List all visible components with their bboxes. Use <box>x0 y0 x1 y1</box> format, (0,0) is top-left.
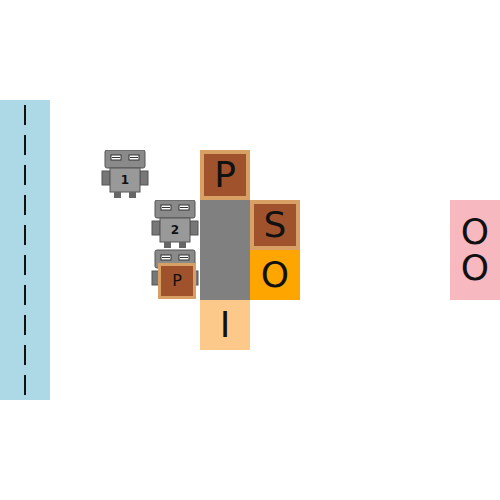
robot-unit: 1 <box>100 150 150 200</box>
cell-letter: P <box>214 157 236 193</box>
robot-unit: 2 <box>150 200 200 250</box>
carried-crate: P <box>158 263 196 299</box>
crate-box: S <box>250 200 300 250</box>
cell-letter: I <box>220 307 231 343</box>
cell-letter: O <box>461 214 489 250</box>
order-station: OO <box>450 200 500 300</box>
input-cell: I <box>200 300 250 350</box>
output-cell: O <box>250 250 300 300</box>
dock-dashes <box>24 105 26 395</box>
robot-figure <box>152 250 198 298</box>
robot-number: 2 <box>160 218 190 242</box>
cell-letter: O <box>461 250 489 286</box>
crate-box: P <box>200 150 250 200</box>
cell-letter: O <box>261 257 289 293</box>
robot-number: 1 <box>110 168 140 192</box>
cell-letter: S <box>264 207 287 243</box>
dock-band <box>0 100 50 400</box>
cell-letter: P <box>172 273 182 289</box>
floor-cell <box>200 200 250 300</box>
